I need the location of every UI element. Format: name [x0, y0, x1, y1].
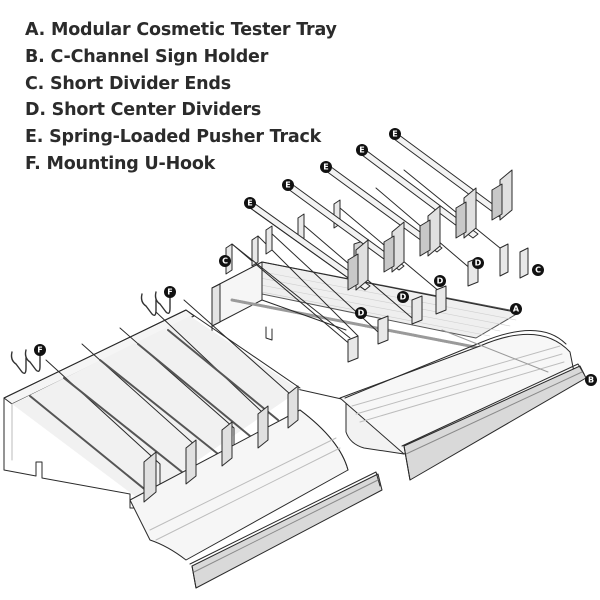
divider-end-c-right — [519, 247, 529, 279]
svg-text:D: D — [400, 293, 407, 302]
svg-text:E: E — [285, 181, 290, 190]
callout-e-3: E — [320, 161, 332, 173]
u-hooks — [10, 291, 171, 375]
sign-holder-left — [189, 471, 383, 589]
callout-f-1: F — [34, 344, 46, 356]
legend-item-e: E. Spring-Loaded Pusher Track — [25, 127, 322, 148]
callouts: A B C C D D D D E E E E E F F — [34, 128, 597, 386]
callout-d-2: D — [397, 291, 409, 303]
tray-left — [3, 299, 349, 561]
svg-text:F: F — [167, 288, 172, 297]
divider-d1 — [231, 235, 359, 363]
callout-f-2: F — [164, 286, 176, 298]
divider-d6 — [403, 169, 509, 277]
legend-item-c: C. Short Divider Ends — [25, 73, 231, 94]
legend-item-b: B. C-Channel Sign Holder — [25, 46, 269, 67]
parts-legend: A. Modular Cosmetic Tester Tray B. C-Cha… — [25, 17, 337, 178]
callout-d-4: D — [472, 257, 484, 269]
svg-text:E: E — [247, 199, 252, 208]
svg-text:C: C — [535, 266, 541, 275]
callout-b: B — [585, 374, 597, 386]
callout-d-1: D — [355, 307, 367, 319]
svg-text:B: B — [588, 376, 594, 385]
pushers — [347, 169, 513, 291]
u-hook-1 — [10, 349, 41, 375]
svg-text:A: A — [513, 305, 520, 314]
callout-e-5: E — [389, 128, 401, 140]
legend-item-f: F. Mounting U-Hook — [25, 153, 216, 174]
svg-text:D: D — [358, 309, 365, 318]
svg-text:D: D — [475, 259, 482, 268]
callout-d-3: D — [434, 275, 446, 287]
u-hook-2 — [140, 291, 171, 317]
callout-e-4: E — [356, 144, 368, 156]
legend-item-d: D. Short Center Dividers — [25, 100, 262, 121]
svg-text:F: F — [37, 346, 42, 355]
callout-c-left: C — [219, 255, 231, 267]
callout-e-1: E — [244, 197, 256, 209]
pusher-track-5 — [389, 131, 507, 219]
svg-text:E: E — [323, 163, 328, 172]
legend-item-a: A. Modular Cosmetic Tester Tray — [25, 20, 337, 40]
svg-text:C: C — [222, 257, 228, 266]
svg-text:E: E — [359, 146, 364, 155]
callout-e-2: E — [282, 179, 294, 191]
svg-text:E: E — [392, 130, 397, 139]
svg-text:D: D — [437, 277, 444, 286]
callout-a: A — [510, 303, 522, 315]
callout-c-right: C — [532, 264, 544, 276]
